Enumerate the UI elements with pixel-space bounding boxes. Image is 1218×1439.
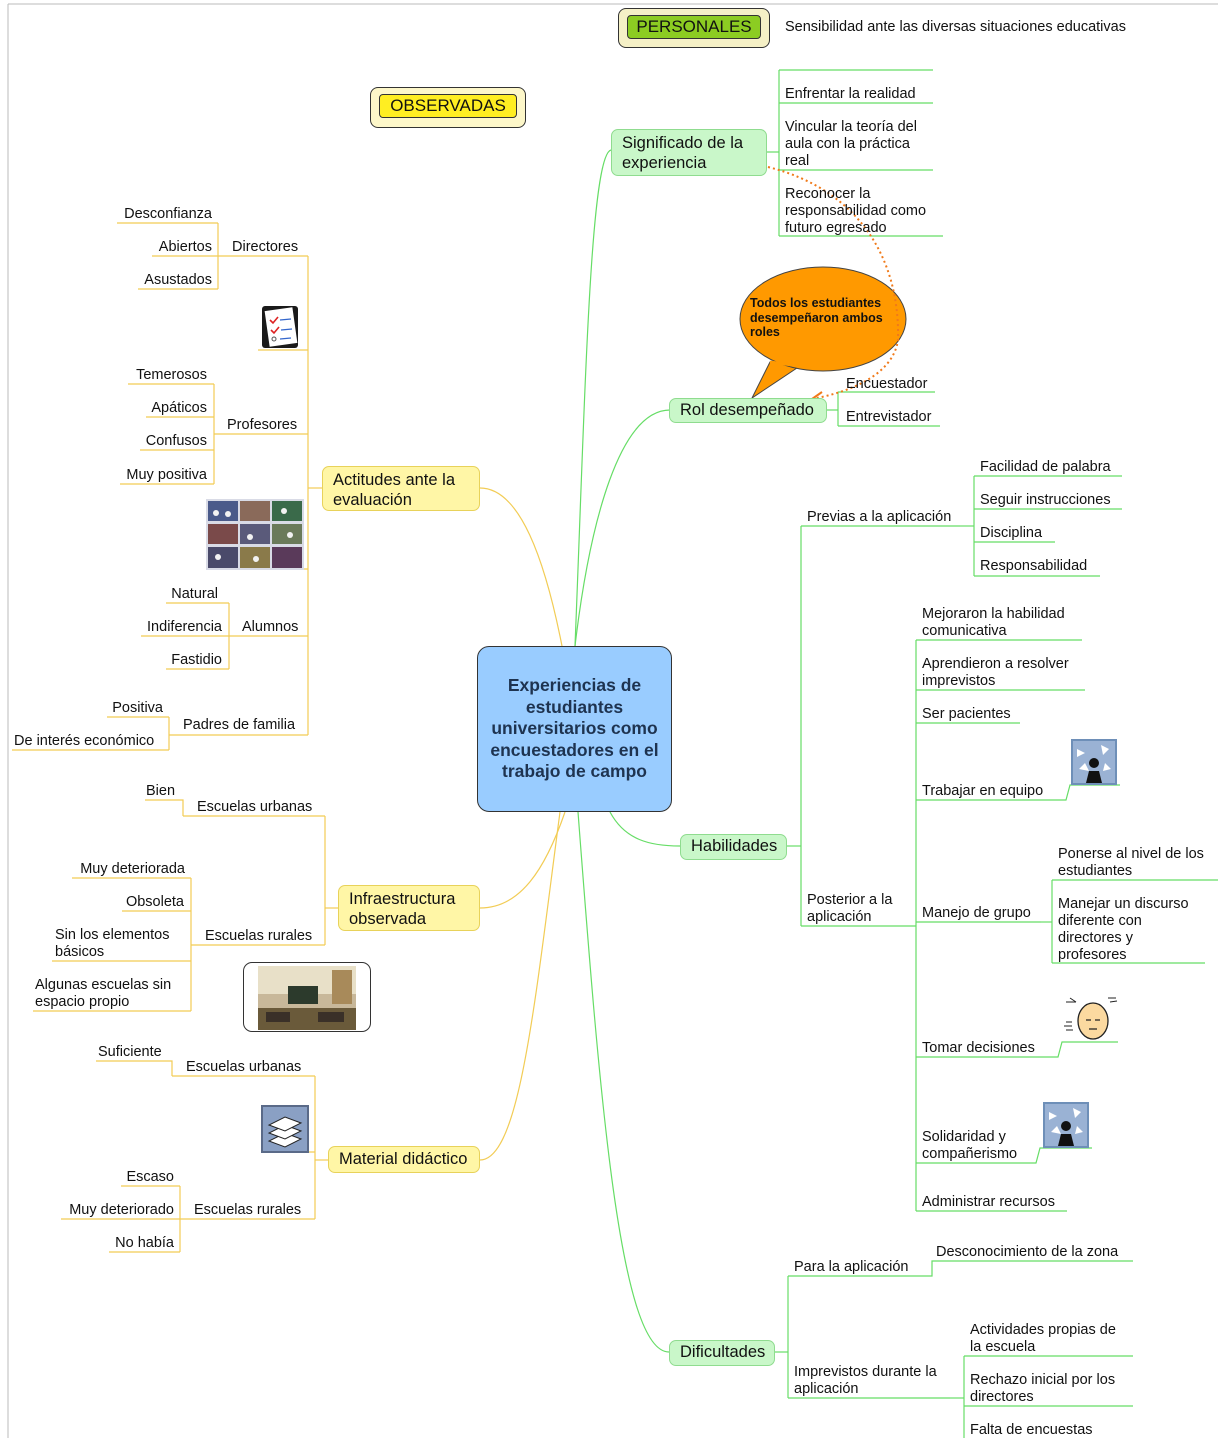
manejo-item: Ponerse al nivel de los estudiantes (1058, 846, 1204, 879)
teamwork-icon (1043, 1102, 1089, 1148)
legend-personales-label: PERSONALES (627, 15, 761, 39)
posterior-item: Administrar recursos (922, 1194, 1055, 1210)
directores-item: Asustados (144, 272, 212, 288)
material-urbanas: Escuelas urbanas (186, 1059, 302, 1075)
classroom-photo-frame (243, 962, 371, 1032)
checklist-icon (262, 306, 298, 348)
legend-observadas-label: OBSERVADAS (379, 94, 517, 118)
significado-item: Reconocer la responsabilidad como futuro… (785, 186, 927, 236)
topic-rol[interactable]: Rol desempeñado (669, 398, 827, 423)
actitudes-padres: Padres de familia (183, 717, 296, 733)
directores-item: Desconfianza (124, 206, 212, 222)
urbanas-item: Bien (146, 783, 176, 799)
previas-item: Responsabilidad (980, 558, 1088, 574)
posterior-item: Solidaridad y compañerismo (922, 1129, 1018, 1162)
books-icon (261, 1105, 309, 1153)
posterior-item: Mejoraron la habilidad comunicativa (922, 606, 1065, 639)
imprevistos-item: Falta de encuestas (970, 1422, 1093, 1438)
infraestructura-urbanas: Escuelas urbanas (197, 799, 313, 815)
material-rurales-item: Muy deteriorado (69, 1202, 174, 1218)
topic-material[interactable]: Material didáctico (328, 1146, 480, 1173)
infraestructura-rurales: Escuelas rurales (205, 928, 313, 944)
posterior-item: Trabajar en equipo (922, 783, 1044, 799)
posterior-item: Tomar decisiones (922, 1040, 1035, 1056)
posterior-item: Manejo de grupo (922, 905, 1031, 921)
students-photo (206, 499, 304, 570)
profesores-item: Temerosos (136, 367, 207, 383)
significado-item: Vincular la teoría del aula con la práct… (785, 119, 917, 169)
padres-item: Positiva (112, 700, 163, 716)
material-rurales-item: No había (115, 1235, 174, 1251)
callout-bubble (739, 266, 907, 400)
thinking-head-icon (1064, 997, 1118, 1040)
imprevistos-item: Actividades propias de la escuela (970, 1322, 1116, 1355)
para-item: Desconocimiento de la zona (936, 1244, 1119, 1260)
topic-actitudes[interactable]: Actitudes ante la evaluación (322, 466, 480, 511)
dificultades-imprevistos: Imprevistos durante la aplicación (794, 1364, 937, 1397)
previas-item: Seguir instrucciones (980, 492, 1111, 508)
rol-item: Encuestador (846, 376, 928, 392)
imprevistos-item: Rechazo inicial por los directores (970, 1372, 1116, 1405)
actitudes-profesores: Profesores (227, 417, 298, 433)
rurales-item: Sin los elementos básicos (55, 927, 170, 960)
significado-item: Sensibilidad ante las diversas situacion… (785, 19, 1126, 35)
padres-item: De interés económico (14, 733, 155, 749)
legend-personales: PERSONALES (618, 8, 770, 48)
topic-significado[interactable]: Significado de la experiencia (611, 129, 767, 176)
central-topic[interactable]: Experiencias de estudiantes universitari… (477, 646, 672, 812)
topic-habilidades[interactable]: Habilidades (680, 834, 787, 860)
rurales-item: Algunas escuelas sin espacio propio (35, 977, 172, 1010)
habilidades-posterior: Posterior a la aplicación (807, 892, 893, 925)
profesores-item: Apáticos (151, 400, 207, 416)
previas-item: Disciplina (980, 525, 1043, 541)
rurales-item: Obsoleta (125, 894, 184, 910)
material-urbanas-item: Suficiente (98, 1044, 162, 1060)
previas-item: Facilidad de palabra (980, 459, 1111, 475)
callout-text: Todos los estudiantes desempeñaron ambos… (750, 296, 883, 339)
material-rurales-item: Escaso (126, 1169, 174, 1185)
legend-observadas: OBSERVADAS (370, 87, 526, 128)
significado-item: Enfrentar la realidad (785, 86, 916, 102)
directores-item: Abiertos (158, 239, 212, 255)
rol-item: Entrevistador (846, 409, 932, 425)
alumnos-item: Indiferencia (147, 619, 222, 635)
dificultades-para: Para la aplicación (794, 1259, 909, 1275)
topic-dificultades[interactable]: Dificultades (669, 1340, 775, 1366)
profesores-item: Confusos (145, 433, 207, 449)
material-rurales: Escuelas rurales (194, 1202, 302, 1218)
actitudes-directores: Directores (232, 239, 299, 255)
alumnos-item: Fastidio (171, 652, 222, 668)
posterior-item: Aprendieron a resolver imprevistos (922, 656, 1069, 689)
manejo-item: Manejar un discurso diferente con direct… (1058, 896, 1189, 963)
rurales-item: Muy deteriorada (80, 861, 185, 877)
classroom-photo (258, 966, 356, 1030)
alumnos-item: Natural (171, 586, 218, 602)
profesores-item: Muy positiva (126, 467, 207, 483)
teamwork-icon (1071, 739, 1117, 785)
topic-infraestructura[interactable]: Infraestructura observada (338, 885, 480, 931)
posterior-item: Ser pacientes (922, 706, 1011, 722)
actitudes-alumnos: Alumnos (242, 619, 299, 635)
habilidades-previas: Previas a la aplicación (807, 509, 952, 525)
